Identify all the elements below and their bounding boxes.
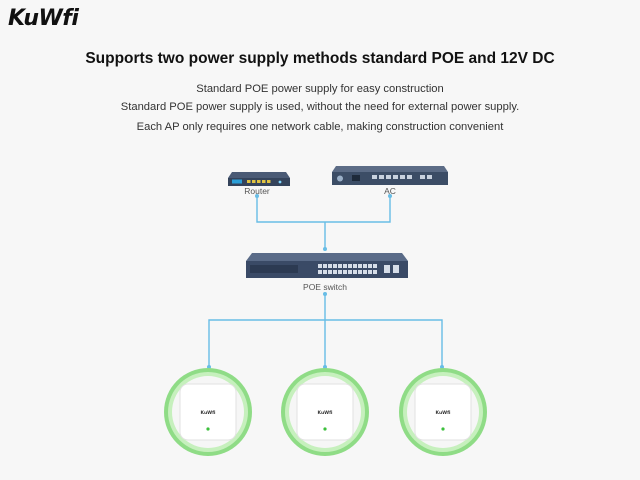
ac-device [332,166,448,185]
router-label: Router [244,186,270,196]
ap-distribution-line [208,319,443,367]
access-point-3 [399,368,487,456]
ap-2-brand: KuWfi [318,410,333,416]
description-line-2: Standard POE power supply is used, witho… [120,101,520,113]
description-line-3: Each AP only requires one network cable,… [136,121,504,133]
router-to-switch-line [256,196,391,223]
kuwfi-logo: KuWfi [8,6,79,31]
ac-label: AC [384,186,396,196]
router-device [228,172,290,186]
poe-switch-label: POE switch [303,282,347,292]
ap-1-brand: KuWfi [201,410,216,416]
access-point-2 [281,368,369,456]
access-point-1 [164,368,252,456]
description-line-1: Standard POE power supply for easy const… [196,83,444,95]
ap-3-brand: KuWfi [436,410,451,416]
connector-dots [207,194,444,369]
page-headline: Supports two power supply methods standa… [85,50,555,67]
connector-lines [208,196,443,367]
poe-switch-device [246,253,408,278]
